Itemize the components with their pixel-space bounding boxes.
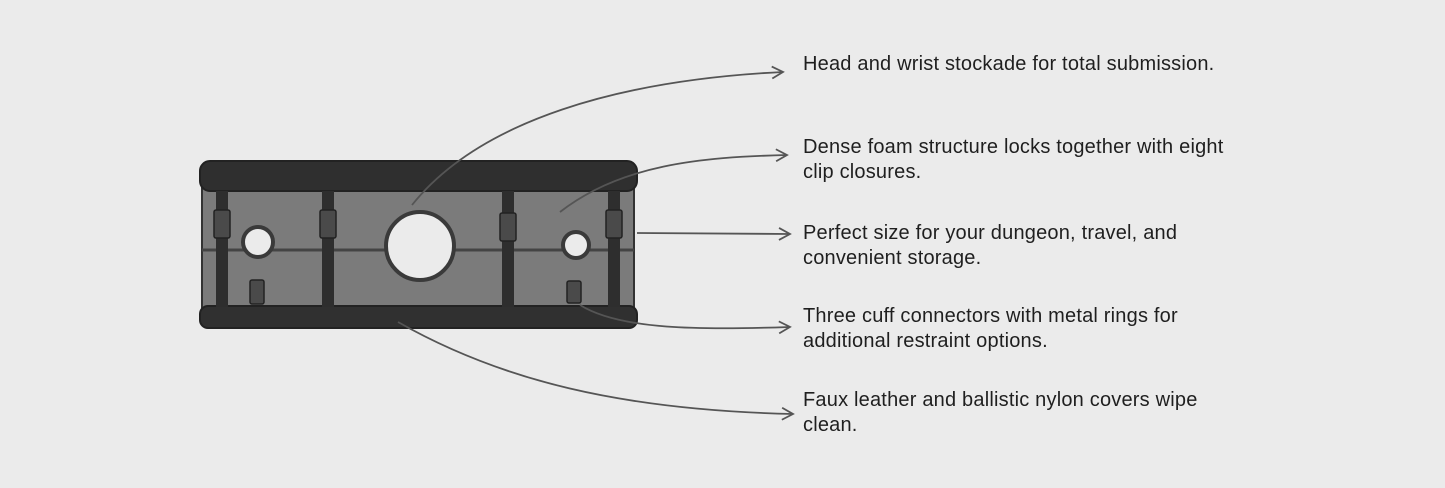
stockade-body	[199, 160, 638, 329]
wrist-hole-left	[241, 225, 275, 259]
callout-size: Perfect size for your dungeon, travel, a…	[803, 222, 1178, 269]
arrow-2	[559, 148, 789, 213]
arrow-3	[636, 227, 792, 241]
callout-stockade: Head and wrist stockade for total submis…	[803, 53, 1215, 75]
buckles	[213, 209, 623, 305]
callout-materials: Faux leather and ballistic nylon covers …	[803, 389, 1198, 436]
top-trim	[199, 160, 638, 192]
callout-cuff-connectors: Three cuff connectors with metal rings f…	[803, 305, 1178, 352]
wrist-hole-right	[561, 230, 591, 260]
arrow-1	[411, 65, 785, 206]
callout-foam-structure: Dense foam structure locks together with…	[803, 136, 1224, 183]
bottom-trim	[199, 305, 638, 329]
head-hole	[384, 210, 456, 282]
arrow-4	[579, 304, 792, 335]
arrow-5	[397, 321, 795, 421]
